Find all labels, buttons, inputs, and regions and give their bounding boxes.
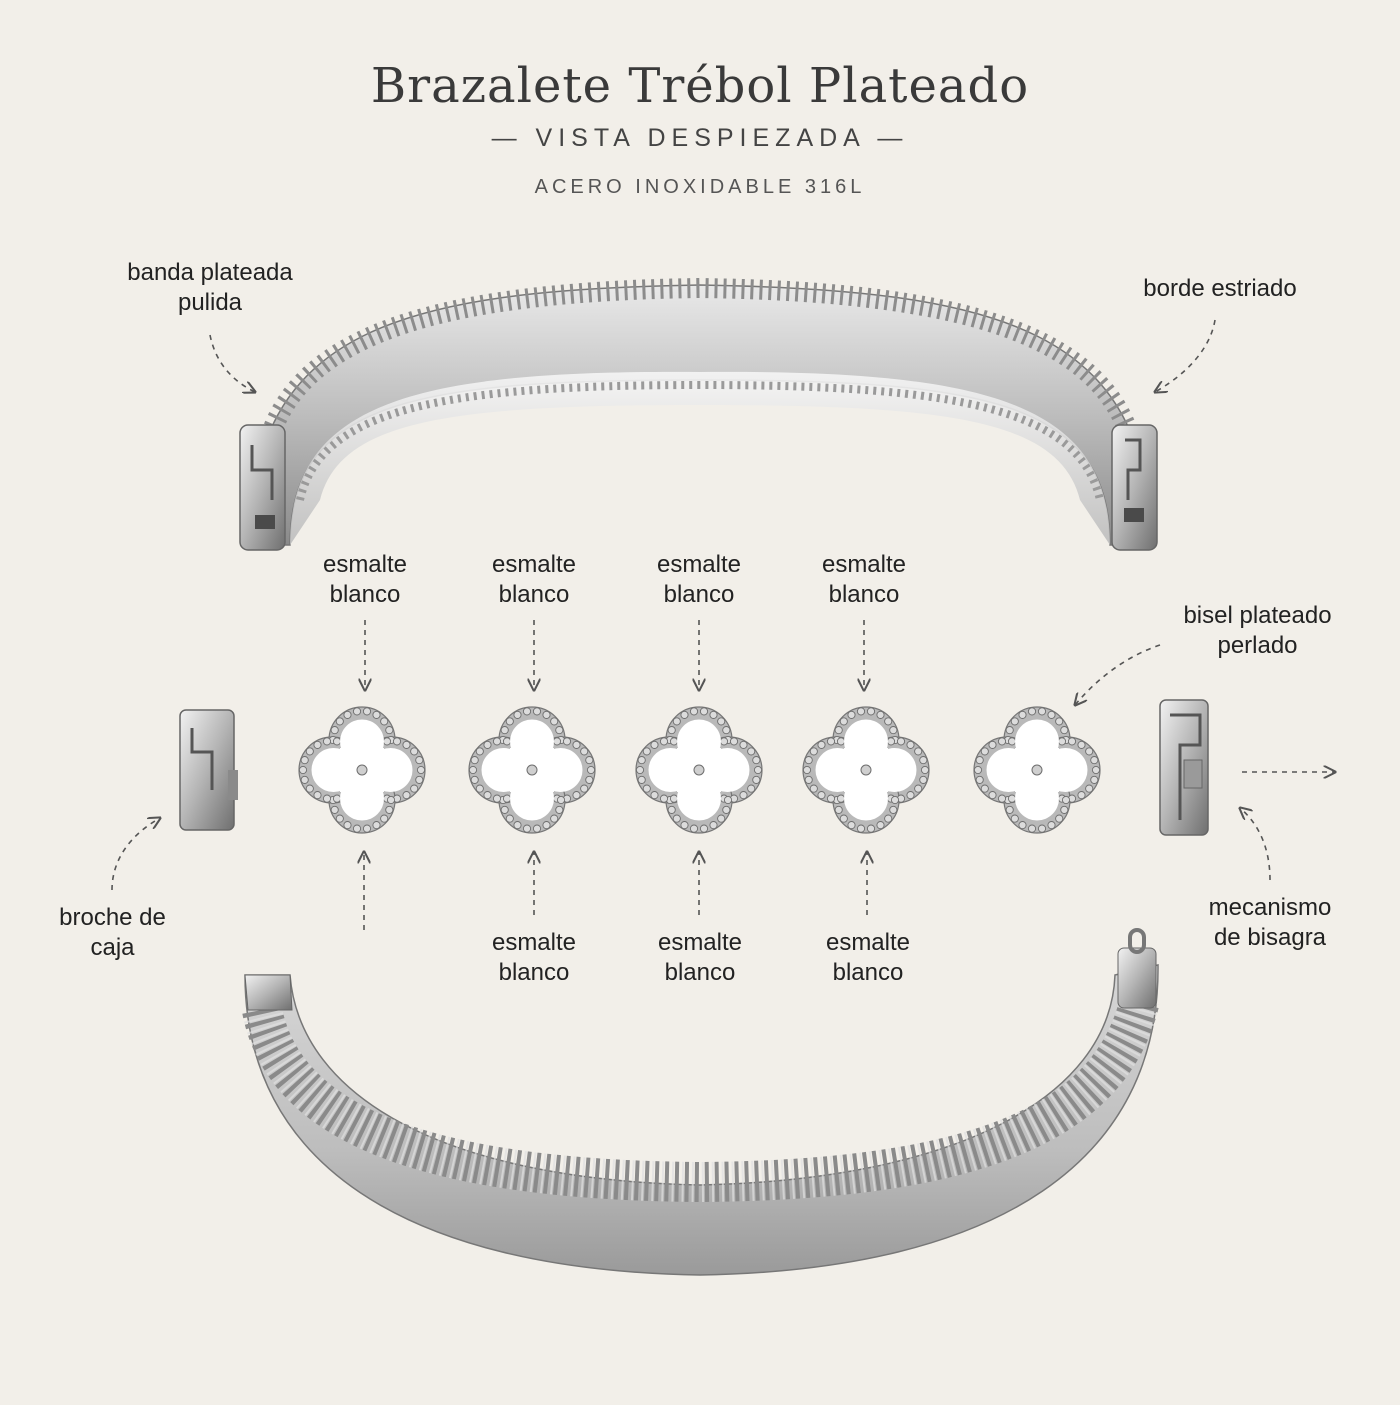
label-enamel-top-2: esmalte blanco	[491, 551, 577, 608]
material-label: ACERO INOXIDABLE 316L	[534, 176, 866, 198]
arrow-hinge	[1240, 808, 1271, 881]
label-enamel-bottom-3: esmalte blanco	[825, 929, 911, 986]
box-clasp	[179, 709, 238, 831]
label-hinge-mechanism: mecanismo de bisagra	[1208, 894, 1332, 951]
clover-charm	[635, 706, 763, 834]
arrow-bezel	[1075, 644, 1161, 705]
label-beaded-bezel: bisel plateado perlado	[1183, 602, 1332, 659]
label-enamel-bottom-2: esmalte blanco	[657, 929, 743, 986]
clover-charm	[468, 706, 596, 834]
diagram-title: Brazalete Trébol Plateado	[370, 58, 1030, 114]
label-enamel-top-4: esmalte blanco	[821, 551, 907, 608]
label-enamel-top-1: esmalte blanco	[322, 551, 408, 608]
lower-band	[242, 928, 1160, 1276]
hinge-mechanism	[1159, 699, 1209, 836]
arrow-top-right	[1155, 319, 1216, 392]
annotation-arrows	[111, 319, 1335, 930]
arrow-top-left	[209, 334, 255, 392]
clover-charms	[298, 706, 1101, 834]
clover-charm	[802, 706, 930, 834]
upper-band	[239, 277, 1158, 551]
clover-charm	[973, 706, 1101, 834]
diagram-subtitle: — VISTA DESPIEZADA —	[491, 124, 909, 152]
clover-charm	[298, 706, 426, 834]
label-box-clasp: broche de caja	[59, 904, 166, 961]
label-enamel-top-3: esmalte blanco	[656, 551, 742, 608]
label-fluted-edge: borde estriado	[1143, 275, 1297, 302]
arrow-clasp	[111, 818, 160, 891]
label-enamel-bottom-1: esmalte blanco	[491, 929, 577, 986]
label-polished-band: banda plateada pulida	[127, 259, 293, 316]
